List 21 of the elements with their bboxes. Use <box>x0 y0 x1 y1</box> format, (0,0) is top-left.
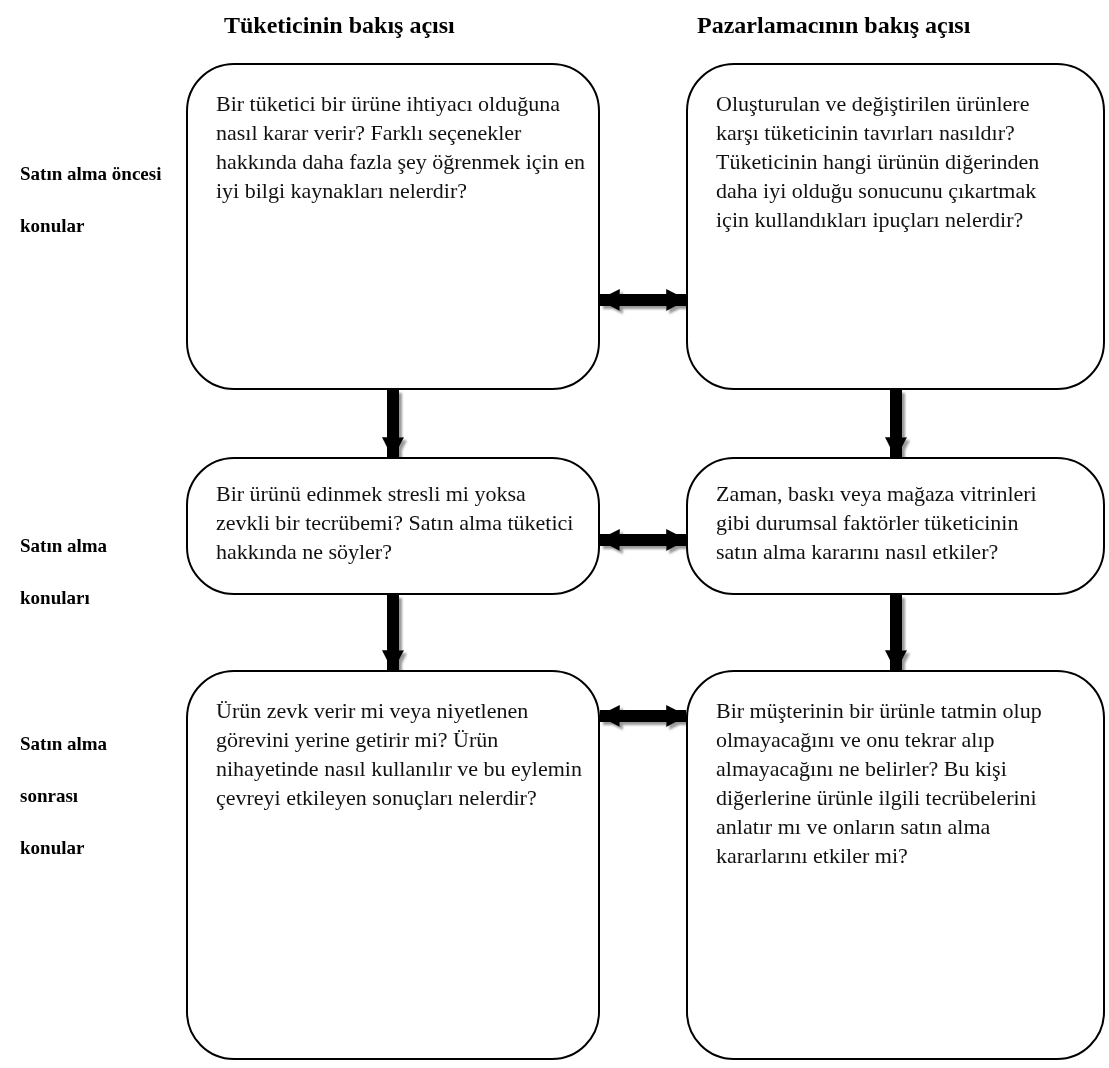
row-label: Satın alma sonrası konular <box>20 732 109 860</box>
rounded-box <box>686 457 1105 595</box>
block-arrow <box>382 595 404 673</box>
question-text: Ürün zevk verir mi veya niyetlenen görevini yerine getirir mi? Ürün nihayetinde nasıl kullanılır ve bu eylemin çevreyi etkileyen sonuçları nelerdir? <box>216 697 583 812</box>
rounded-box <box>186 670 600 1060</box>
block-arrow <box>885 390 907 460</box>
question-text: Bir ürünü edinmek stresli mi yoksa zevkli bir tecrübemi? Satın alma tüketici hakkında ne söyler? <box>216 480 575 566</box>
rounded-box <box>186 457 600 595</box>
rounded-box <box>686 670 1105 1060</box>
block-arrow <box>885 595 907 673</box>
question-text: Bir tüketici bir ürüne ihtiyacı olduğuna nasıl karar verir? Farklı seçenekler hakkında daha fazla şey öğrenmek için en iyi bilgi kaynakları nelerdir? <box>216 90 586 205</box>
question-text: Oluşturulan ve değiştirilen ürünlere karşı tüketicinin tavırları nasıldır? Tüketicinin hangi ürünün diğerinden daha iyi olduğu sonucunu çıkartmak için kullandıkları ipuçları nelerdir? <box>716 90 1041 234</box>
row-label: Satın alma konuları <box>20 534 109 610</box>
rounded-box <box>686 63 1105 390</box>
column-heading: Pazarlamacının bakış açısı <box>697 11 972 40</box>
row-label: Satın alma öncesi konular <box>20 162 163 238</box>
block-arrow <box>382 390 404 460</box>
question-text: Bir müşterinin bir ürünle tatmin olup olmayacağını ve onu tekrar alıp almayacağını ne belirler? Bu kişi diğerlerine ürünle ilgili tecrübelerini anlatır mı ve onların satın alma kararlarını etkiler mi? <box>716 697 1043 870</box>
question-text: Zaman, baskı veya mağaza vitrinleri gibi durumsal faktörler tüketicinin satın alma kararını nasıl etkiler? <box>716 480 1038 566</box>
rounded-box <box>186 63 600 390</box>
column-heading: Tüketicinin bakış açısı <box>224 11 456 40</box>
